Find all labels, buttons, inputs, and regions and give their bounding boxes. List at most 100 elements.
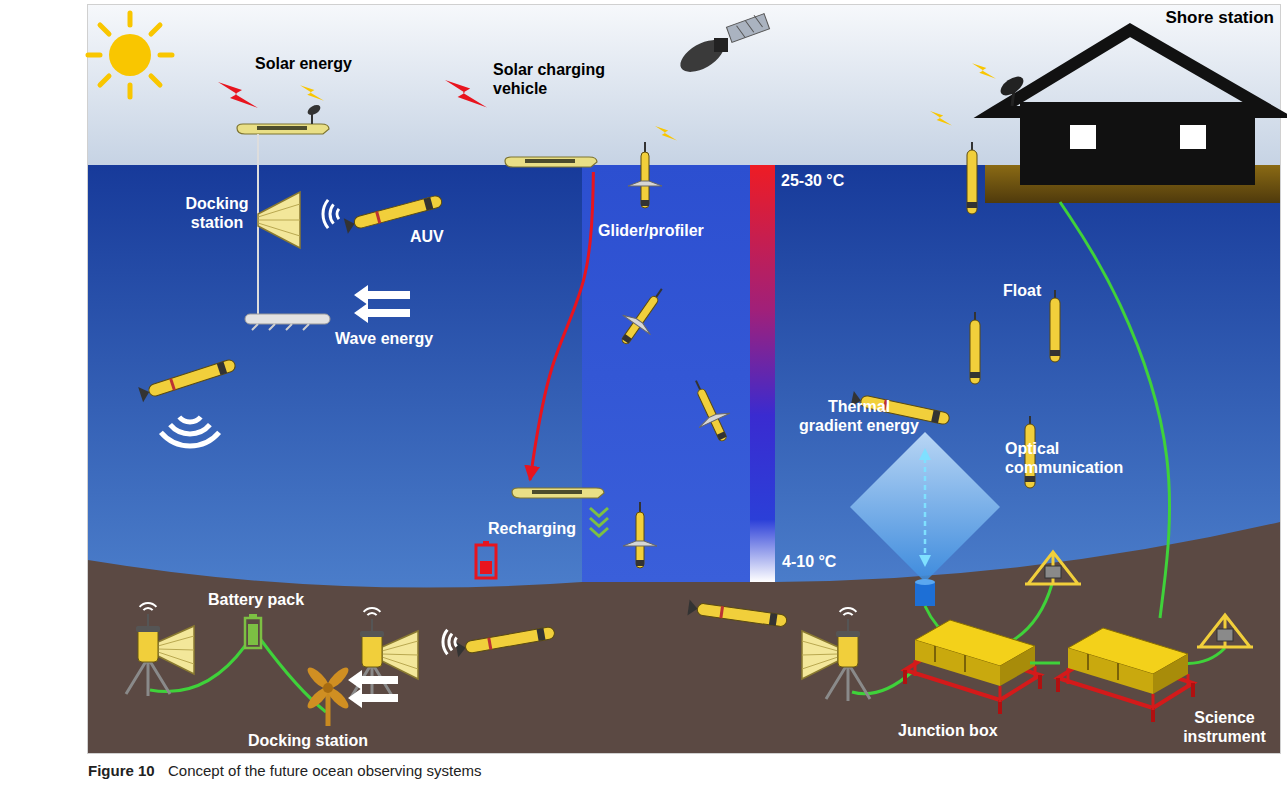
auv-vehicles <box>138 193 951 658</box>
sun-symbol <box>88 13 172 97</box>
floats <box>967 142 1060 488</box>
figure-caption: Concept of the future ocean observing sy… <box>168 762 482 780</box>
battery-pack-icon <box>245 614 261 648</box>
charging-route-arrow <box>530 172 593 480</box>
charging-vehicles <box>505 157 597 167</box>
equipment-label-box: Science instrument <box>1060 618 1275 750</box>
tidal-turbine <box>323 683 333 693</box>
node-label: Docking station <box>248 732 368 751</box>
temperature-label: 4-10 °C <box>782 553 836 572</box>
wave-glider-tether <box>245 134 330 330</box>
node-label: Junction box <box>898 722 998 741</box>
surface-vehicle <box>237 124 329 134</box>
figure-number: Figure 10 <box>88 762 155 780</box>
acoustic-signals <box>161 200 457 654</box>
surface-vehicle <box>306 103 322 117</box>
energy-bolts <box>445 80 487 107</box>
current-arrows <box>348 670 398 708</box>
shore-station-building <box>995 30 1272 112</box>
wave-glider-tether <box>258 192 300 248</box>
charging-vehicles <box>512 488 604 498</box>
science-instruments <box>1025 552 1081 584</box>
shore-station-building <box>985 30 1280 203</box>
junction-boxes <box>1058 628 1193 722</box>
charging-vehicles <box>505 157 604 498</box>
seafloor <box>88 522 1280 753</box>
wave-arrows <box>354 285 410 305</box>
wave-arrows <box>354 285 410 323</box>
satellite-symbol <box>726 14 769 43</box>
sun-symbol <box>109 34 151 76</box>
floats <box>967 142 977 214</box>
satellite-symbol <box>675 34 729 79</box>
recharging-chevrons <box>590 528 608 536</box>
gliders <box>623 502 657 568</box>
equipment-label-box: Docking station <box>245 612 405 754</box>
component-label: AUV <box>410 228 444 247</box>
junction-boxes <box>905 620 1193 722</box>
node-label: Recharging <box>488 520 576 539</box>
gliders <box>681 373 740 447</box>
recharging-chevrons <box>590 508 608 516</box>
vehicle-label-box: Solar charging vehicle <box>490 58 626 172</box>
auv-vehicles <box>344 193 444 234</box>
power-cable <box>1060 202 1170 618</box>
component-label: Float <box>1003 282 1041 301</box>
thermal-column <box>582 165 775 582</box>
vehicle-label-box: Recharging <box>485 480 585 542</box>
temperature-bar <box>750 165 775 582</box>
optical-link <box>924 458 927 557</box>
energy-label: Solar energy <box>255 55 352 74</box>
energy-label: Wave energy <box>335 330 433 349</box>
current-arrows <box>348 688 398 708</box>
equipment-label-box: Junction box <box>895 618 1030 744</box>
floats <box>970 312 980 384</box>
science-instruments <box>1197 615 1253 647</box>
shore-station-building <box>1180 125 1206 149</box>
docking-stations <box>126 603 870 701</box>
acoustic-signals <box>443 630 457 654</box>
optical-link <box>850 432 1000 582</box>
auv-vehicles <box>138 356 237 402</box>
node-label: Shore station <box>1165 8 1274 28</box>
recharging-chevrons <box>590 518 608 526</box>
wave-arrows <box>354 303 410 323</box>
power-cable <box>1030 662 1060 665</box>
battery-icon-red <box>480 561 492 574</box>
docking-stations <box>802 608 870 701</box>
wave-glider-tether <box>258 204 300 236</box>
wave-glider-tether <box>252 324 309 330</box>
seafloor-cables <box>150 584 1225 712</box>
energy-bolts <box>972 63 996 79</box>
satellite-symbol <box>675 14 769 79</box>
tidal-turbine <box>305 665 352 726</box>
acoustic-signals <box>161 417 219 446</box>
satellite-symbol <box>735 14 764 39</box>
gliders <box>610 142 739 568</box>
figure-frame <box>88 5 1281 754</box>
optical-link <box>919 555 931 567</box>
gliders <box>628 142 662 208</box>
shore-station-building <box>1070 125 1096 149</box>
station-label-box: Shore station <box>985 5 1277 202</box>
sun-symbol <box>88 13 172 97</box>
optical-link <box>915 582 935 606</box>
battery-pack-icon <box>248 624 258 645</box>
temperature-label: 25-30 °C <box>781 172 844 191</box>
current-arrows <box>348 670 398 690</box>
seafloor-cables <box>1010 584 1052 642</box>
energy-label: Thermal gradient energy <box>795 398 923 436</box>
component-label: Optical communication <box>1005 440 1135 478</box>
energy-bolts <box>930 111 952 125</box>
optical-link <box>919 448 931 460</box>
shore-station-building <box>997 73 1026 99</box>
science-instruments <box>1025 552 1253 647</box>
component-label: Glider/profiler <box>598 222 704 241</box>
optical-link <box>915 579 935 585</box>
auv-vehicles <box>687 600 787 630</box>
battery-pack-icon <box>245 618 261 648</box>
battery-icon-red <box>476 541 496 578</box>
auv-vehicles <box>455 624 555 657</box>
floats <box>1050 290 1060 362</box>
